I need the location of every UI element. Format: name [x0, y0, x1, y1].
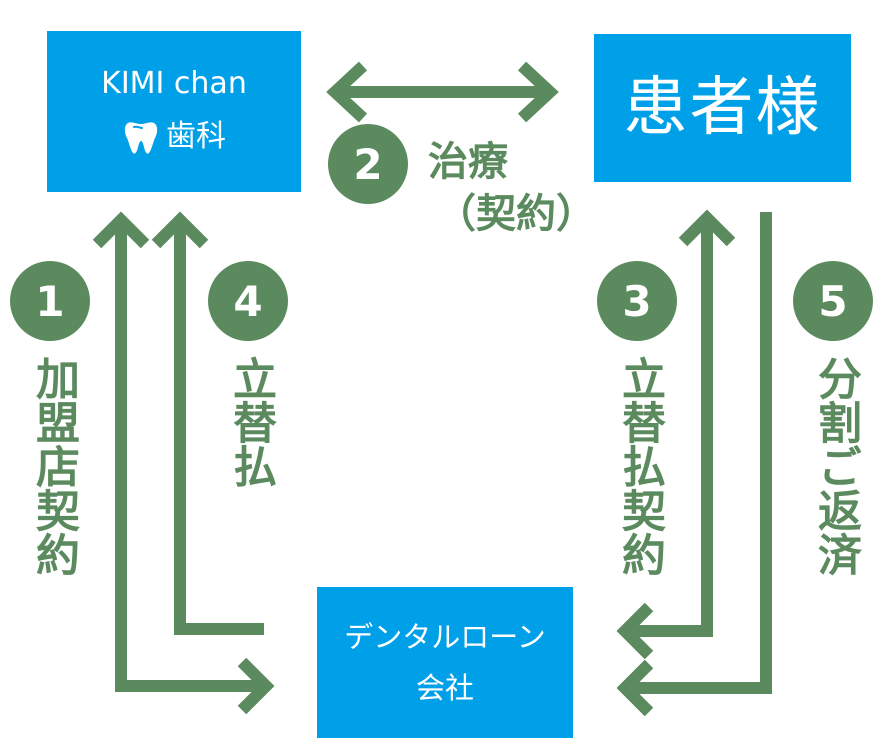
- step-3-label: 立替払契約: [614, 356, 665, 576]
- clinic-box: KIMI chan 歯科: [47, 31, 301, 192]
- step-5-badge: 5: [793, 261, 873, 341]
- step-2-badge: 2: [328, 124, 408, 204]
- arrow-payment: [151, 211, 264, 635]
- tooth-icon: [124, 121, 158, 154]
- step-1-badge: 1: [10, 261, 90, 341]
- loan-company-box: デンタルローン 会社: [317, 587, 573, 738]
- patient-box: 患者様: [594, 34, 851, 182]
- step-4-label: 立替払: [225, 356, 276, 488]
- arrow-member-contract: [92, 211, 275, 715]
- clinic-subtitle: 歯科: [166, 118, 226, 154]
- patient-label: 患者様: [623, 71, 822, 145]
- arrow-advance-contract: [616, 209, 736, 660]
- arrow-treatment: [326, 61, 559, 123]
- step-2-label: 治療: [428, 139, 508, 185]
- step-1-label: 加盟店契約: [28, 356, 79, 576]
- loan-company-suffix: 会社: [415, 670, 474, 705]
- step-2-sublabel: （契約）: [436, 191, 596, 237]
- loan-company-name: デンタルローン: [344, 619, 546, 654]
- clinic-subtitle-row: 歯科: [122, 119, 226, 155]
- step-5-label: 分割ご返済: [810, 356, 861, 576]
- arrow-repayment: [616, 212, 772, 717]
- step-3-badge: 3: [597, 261, 677, 341]
- step-4-badge: 4: [208, 261, 288, 341]
- clinic-name: KIMI chan: [101, 65, 247, 101]
